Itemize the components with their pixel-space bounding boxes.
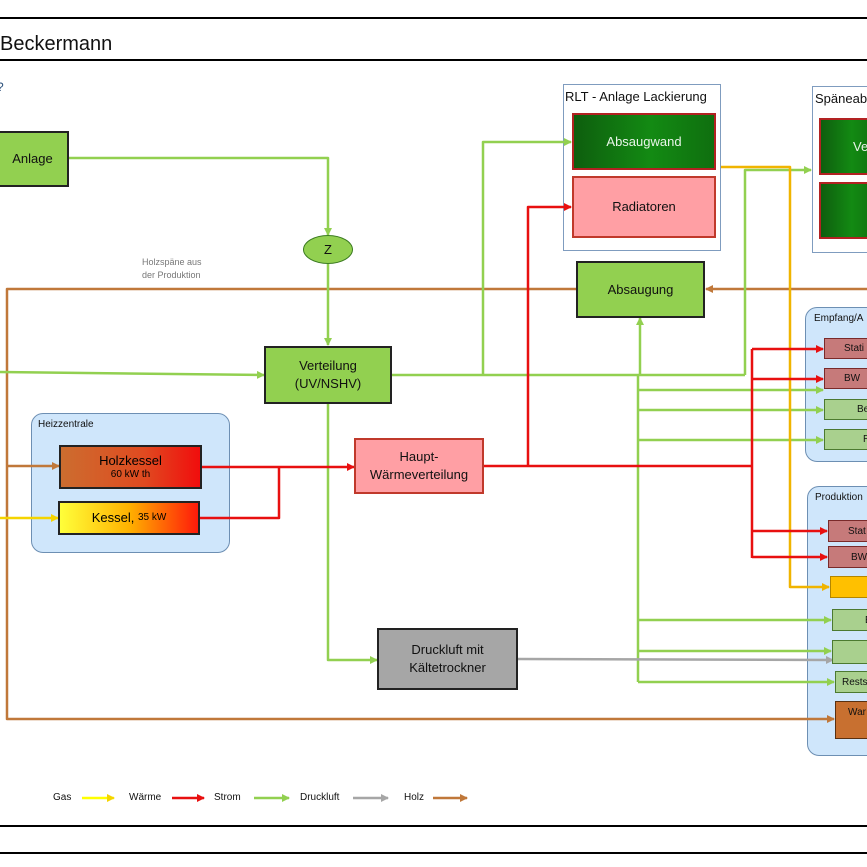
empfang-label: Empfang/A	[814, 313, 864, 324]
druckluft-line1: Druckluft mit	[411, 642, 484, 658]
holzkessel-box[interactable]: Holzkessel 60 kW th	[59, 445, 202, 489]
produktion-item-e[interactable]: E	[832, 609, 867, 631]
radiatoren-box[interactable]: Radiatoren	[572, 176, 716, 238]
anlage-box[interactable]: Anlage	[0, 131, 69, 187]
produktion-item-druckluft[interactable]	[832, 640, 867, 664]
strom-anlage-to-z	[68, 156, 332, 236]
produktion-item-warmwasser[interactable]	[830, 576, 867, 598]
empfang-item-bw[interactable]: BW	[824, 368, 867, 389]
holzspaene-note-line1: Holzspäne aus	[142, 257, 202, 267]
legend-label-druckluft: Druckluft	[300, 792, 340, 803]
title-bottom-rule	[0, 59, 867, 61]
verteilung-line2: (UV/NSHV)	[294, 376, 362, 391]
holzkessel-line1: Holzkessel	[99, 452, 162, 468]
haupt-line1: Haupt-	[399, 449, 439, 465]
anlage-label: Anlage	[12, 151, 53, 167]
empfang-item-be[interactable]: Be	[824, 399, 867, 420]
zaehler-node[interactable]: Z	[303, 235, 353, 264]
holz-flow-top	[5, 287, 835, 723]
druckluft-flow	[517, 655, 834, 664]
spaene-box-2[interactable]	[819, 182, 867, 239]
kessel-box[interactable]: Kessel, 35 kW	[58, 501, 200, 535]
empfang-item-be-label: Be	[857, 404, 867, 415]
rlt-label: RLT - Anlage Lackierung	[565, 89, 707, 104]
produktion-item-bw[interactable]: BW	[828, 546, 867, 568]
spaene-box-1[interactable]: Ve	[819, 118, 867, 175]
legend-label-gas: Gas	[53, 792, 72, 803]
heizzentrale-label: Heizzentrale	[38, 419, 94, 430]
empfang-item-station[interactable]: Stati	[824, 338, 867, 359]
kessel-power: 35 kW	[137, 512, 167, 524]
absaugung-label: Absaugung	[607, 281, 674, 297]
holzkessel-line2: 60 kW th	[110, 468, 151, 480]
empfang-item-station-label: Stati	[844, 343, 865, 354]
strom-to-spaene	[743, 166, 812, 375]
kessel-name: Kessel,	[91, 510, 135, 526]
absaugwand-box[interactable]: Absaugwand	[572, 113, 716, 170]
empfang-item-r-label: R	[863, 434, 867, 445]
produktion-label: Produktion	[815, 492, 863, 503]
verteilung-box[interactable]: Verteilung (UV/NSHV)	[264, 346, 392, 404]
produktion-item-bw-label: BW	[851, 551, 867, 563]
empfang-item-r[interactable]: R	[824, 429, 867, 450]
zaehler-label: Z	[324, 242, 332, 257]
produktion-item-waerme-label: War	[848, 707, 866, 718]
druckluft-box[interactable]: Druckluft mit Kältetrockner	[377, 628, 518, 690]
absaugwand-label: Absaugwand	[606, 133, 682, 149]
waerme-to-radiatoren	[526, 203, 572, 466]
holzspaene-note: Holzspäne aus der Produktion	[142, 256, 202, 282]
legend-label-waerme: Wärme	[129, 792, 162, 803]
haupt-waermeverteilung-box[interactable]: Haupt- Wärmeverteilung	[354, 438, 484, 494]
warmwasser-flow	[721, 165, 830, 591]
top-left-fragment: ?	[0, 80, 4, 94]
radiatoren-label: Radiatoren	[612, 199, 676, 215]
legend-label-holz: Holz	[404, 792, 425, 803]
produktion-item-rests[interactable]: Rests	[835, 671, 867, 693]
produktion-item-waerme[interactable]: War	[835, 701, 867, 739]
strom-left-to-verteilung	[0, 370, 265, 379]
frame-top-rule	[0, 17, 867, 19]
produktion-item-e-label: E	[865, 615, 867, 626]
empfang-item-bw-label: BW	[844, 373, 861, 384]
strom-verteilung-to-druckluft	[326, 404, 378, 664]
frame-bottom-rule	[0, 825, 867, 827]
spaene-label: Späneab	[815, 91, 867, 106]
druckluft-line2: Kältetrockner	[409, 660, 486, 675]
verteilung-line1: Verteilung	[299, 358, 357, 374]
haupt-line2: Wärmeverteilung	[369, 467, 469, 482]
strom-to-absaugwand	[481, 138, 572, 375]
legend-label-strom: Strom	[214, 792, 241, 803]
produktion-item-rests-label: Rests	[842, 676, 867, 688]
holzspaene-note-line2: der Produktion	[142, 270, 201, 281]
footer-rule	[0, 852, 867, 854]
diagram-title: Beckermann	[0, 33, 113, 55]
absaugung-box[interactable]: Absaugung	[576, 261, 705, 318]
spaene-box-1-label: Ve	[853, 138, 867, 154]
produktion-item-station-label: Stat	[848, 525, 866, 537]
waerme-kessel-to-haupt	[200, 467, 281, 520]
produktion-item-station[interactable]: Stat	[828, 520, 867, 542]
